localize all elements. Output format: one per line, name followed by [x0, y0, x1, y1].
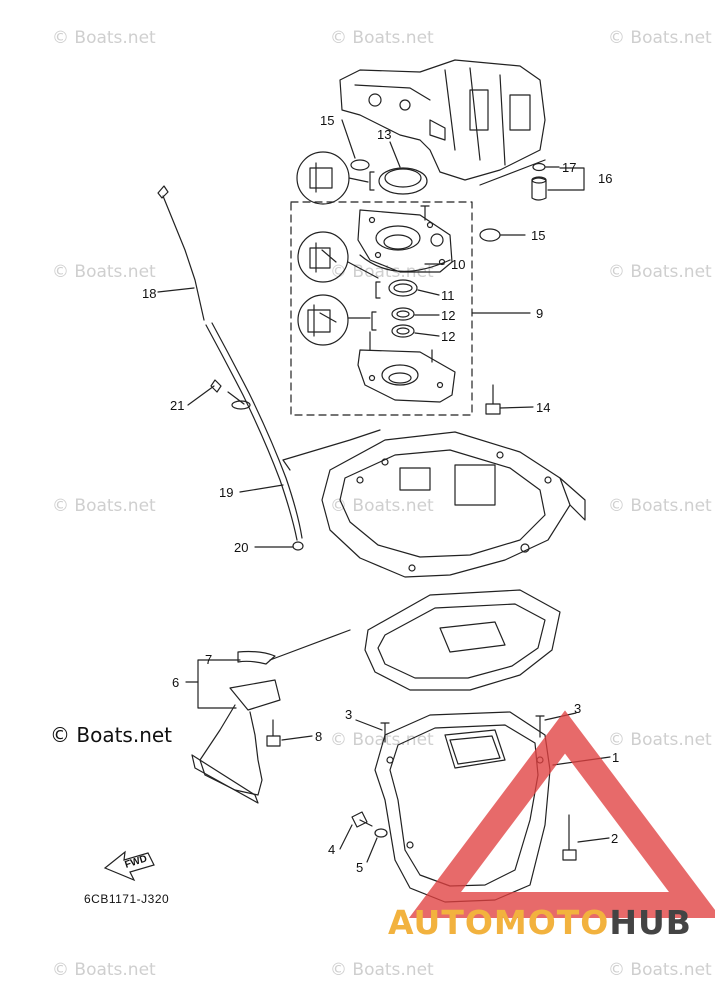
- callout-label: 3: [574, 701, 581, 716]
- callout-label: 2: [611, 831, 618, 846]
- exhaust-guide-illustration: [321, 431, 586, 578]
- brand-watermark: © Boats.net: [50, 723, 173, 747]
- engine-block-illustration: [339, 59, 546, 186]
- callout-labels: 15 13 17 16 15 10 11 12 12 9 14 18 21 19…: [142, 113, 619, 875]
- callout-label: 12: [441, 329, 455, 344]
- callout-label: 16: [598, 171, 612, 186]
- watermark: © Boats.net: [52, 960, 156, 980]
- watermark: © Boats.net: [330, 496, 434, 516]
- seal-housing-lower-illustration: [357, 331, 456, 403]
- watermark: © Boats.net: [52, 28, 156, 48]
- callout-label: 20: [234, 540, 248, 555]
- oil-strainer-illustration: [191, 650, 281, 804]
- callout-label: 17: [562, 160, 576, 175]
- callout-label: 19: [219, 485, 233, 500]
- watermark: © Boats.net: [330, 262, 434, 282]
- seal-housing-upper-illustration: [357, 205, 453, 273]
- automotohub-logo: AUTOMOTOHUB: [388, 903, 692, 942]
- callout-label: 10: [451, 257, 465, 272]
- watermark: © Boats.net: [330, 28, 434, 48]
- callout-label: 7: [205, 652, 212, 667]
- watermark: © Boats.net: [52, 496, 156, 516]
- callout-label: 15: [320, 113, 334, 128]
- watermark: © Boats.net: [608, 730, 712, 750]
- callout-label: 11: [441, 288, 455, 303]
- callout-label: 13: [377, 127, 391, 142]
- callout-label: 4: [328, 842, 335, 857]
- watermark: © Boats.net: [330, 960, 434, 980]
- watermark: © Boats.net: [608, 960, 712, 980]
- callout-label: 18: [142, 286, 156, 301]
- callout-label: 1: [612, 750, 619, 765]
- callout-label: 8: [315, 729, 322, 744]
- callout-label: 21: [170, 398, 184, 413]
- watermark: © Boats.net: [608, 28, 712, 48]
- logo-part-2: HUB: [609, 903, 692, 942]
- callout-label: 12: [441, 308, 455, 323]
- callout-label: 5: [356, 860, 363, 875]
- watermark: © Boats.net: [608, 496, 712, 516]
- watermark: © Boats.net: [608, 262, 712, 282]
- callout-label: 9: [536, 306, 543, 321]
- logo-part-1: AUTOMOTO: [388, 903, 610, 942]
- callout-label: 3: [345, 707, 352, 722]
- callout-label: 15: [531, 228, 545, 243]
- callout-label: 14: [536, 400, 550, 415]
- watermark: © Boats.net: [330, 730, 434, 750]
- fwd-arrow-icon: FWD: [103, 850, 155, 882]
- warning-triangle-logo: [408, 710, 715, 918]
- diagram-code: 6CB1171-J320: [84, 892, 170, 906]
- gasket-illustration: [364, 589, 561, 691]
- callout-label: 6: [172, 675, 179, 690]
- watermark: © Boats.net: [52, 262, 156, 282]
